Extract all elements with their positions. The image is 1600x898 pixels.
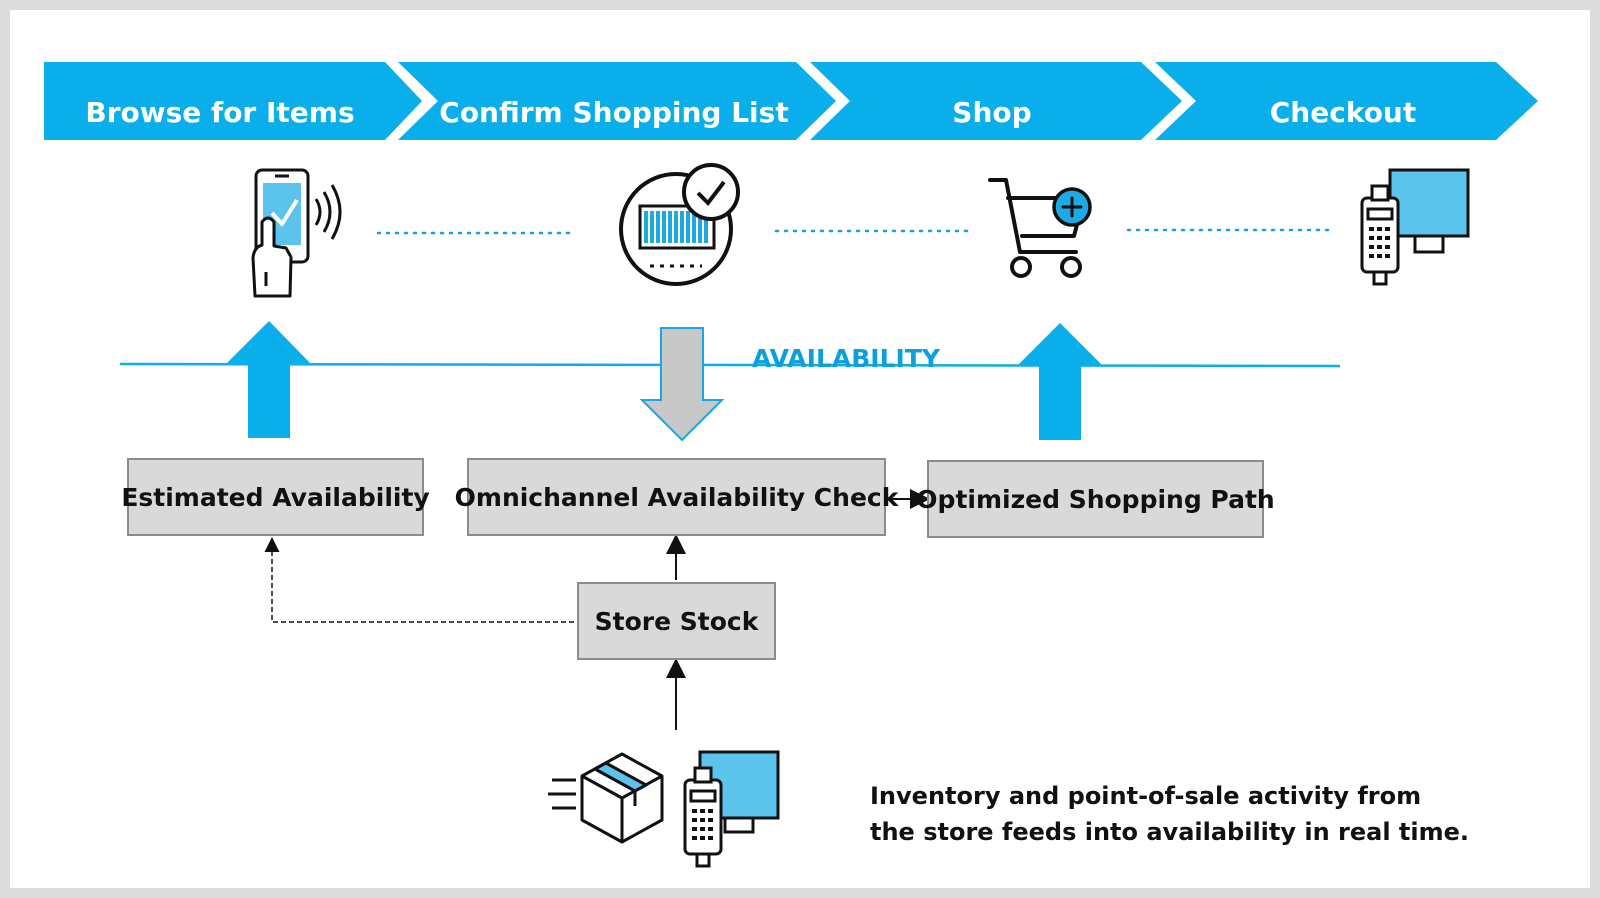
chevron-shop	[810, 62, 1182, 140]
package-icon	[548, 752, 664, 844]
cart-add-icon	[988, 178, 1092, 278]
process-banner	[44, 62, 1538, 140]
chevron-browse	[44, 62, 422, 140]
stage-label-confirm: Confirm Shopping List	[439, 95, 789, 129]
stage-label-checkout: Checkout	[1269, 95, 1417, 129]
up-arrow-optimized	[1018, 323, 1102, 440]
stage-label-browse: Browse for Items	[85, 95, 355, 129]
diagram-canvas: Browse for Items Confirm Shopping List S…	[10, 10, 1590, 888]
stage-label-shop: Shop	[952, 95, 1032, 129]
caption-line-1: Inventory and point-of-sale activity fro…	[870, 782, 1422, 810]
diagram-graphics	[44, 62, 1538, 868]
caption: Inventory and point-of-sale activity fro…	[870, 778, 1469, 850]
up-arrow-estimated	[227, 321, 310, 438]
pos-terminal-icon	[1360, 168, 1470, 286]
box-estimated-availability: Estimated Availability	[121, 458, 430, 536]
barcode-check-icon	[619, 163, 740, 286]
dashed-arrow-store-to-estimated	[264, 537, 574, 623]
store-pos-icon	[683, 750, 780, 868]
phone-tap-icon	[251, 168, 342, 298]
chevron-checkout	[1155, 62, 1538, 140]
box-omnichannel-check: Omnichannel Availability Check	[455, 458, 898, 536]
availability-line	[119, 362, 1341, 368]
availability-label: AVAILABILITY	[752, 344, 940, 373]
box-store-stock: Store Stock	[577, 582, 776, 660]
down-arrow-availability	[639, 327, 725, 442]
caption-line-2: the store feeds into availability in rea…	[870, 818, 1470, 846]
chevron-confirm	[398, 62, 836, 140]
box-optimized-path: Optimized Shopping Path	[916, 460, 1275, 538]
